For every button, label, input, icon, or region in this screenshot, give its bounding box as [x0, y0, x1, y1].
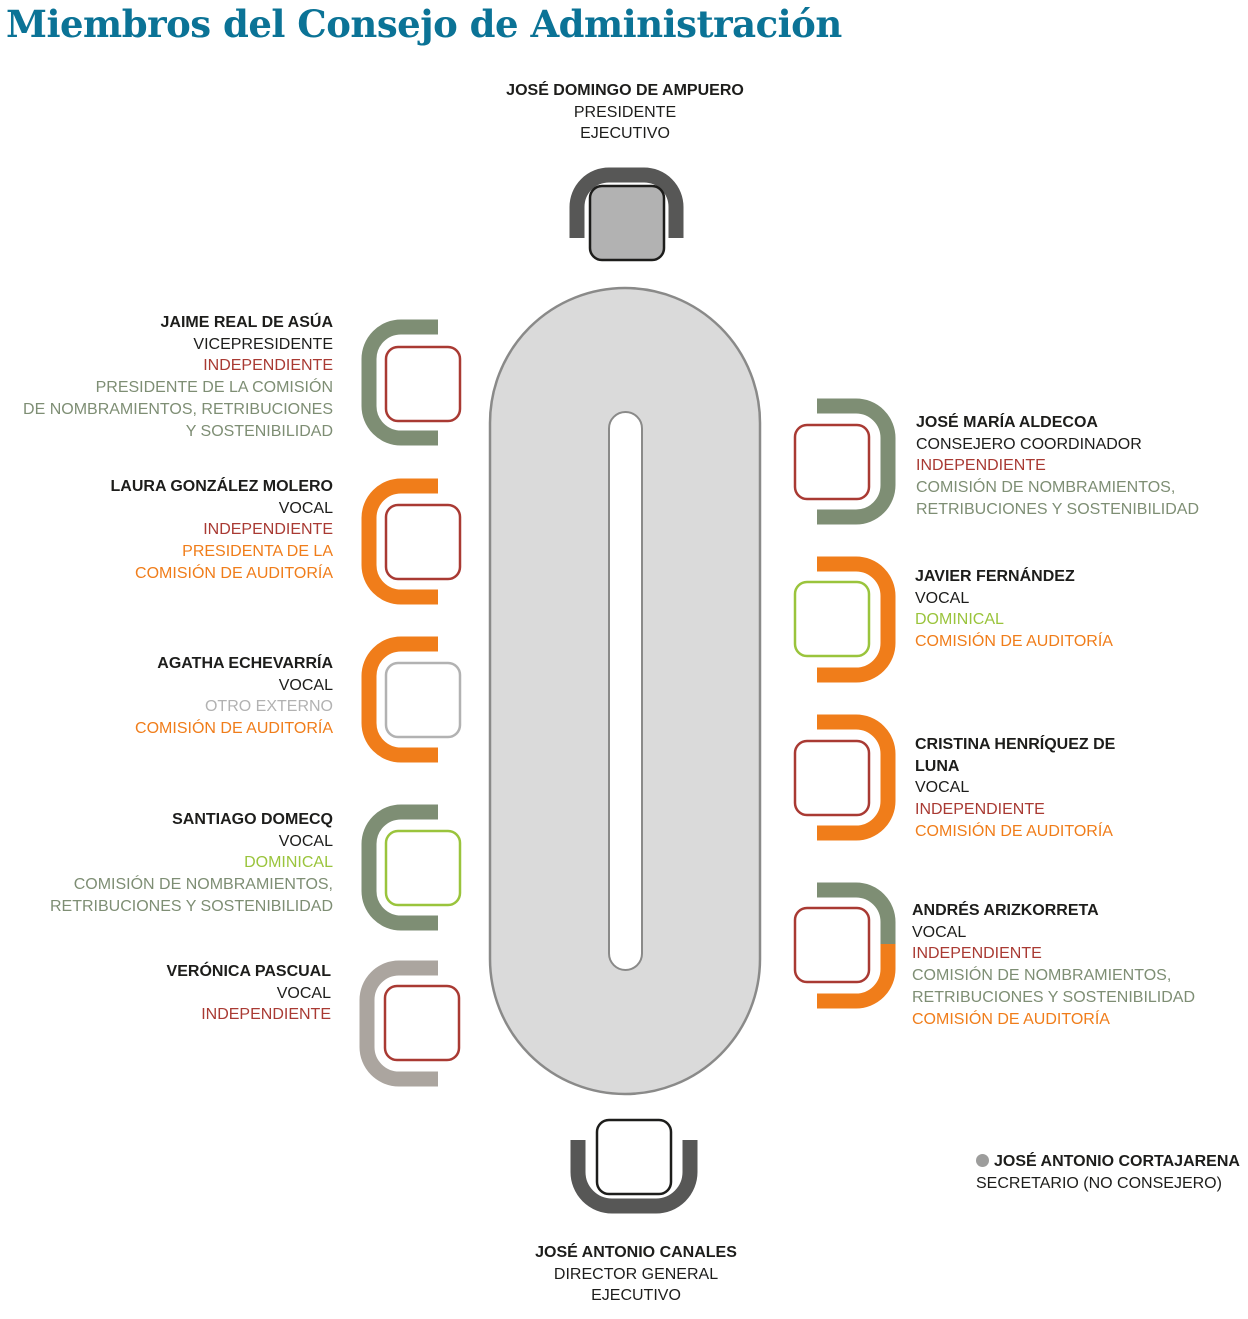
label-javier-fernandez: JAVIER FERNÁNDEZ VOCAL DOMINICAL COMISIÓ…	[915, 566, 1235, 653]
label-jaime-real-de-asua: JAIME REAL DE ASÚA VICEPRESIDENTE INDEPE…	[20, 312, 333, 442]
member-role: DIRECTOR GENERAL	[553, 1265, 719, 1283]
member-name: SANTIAGO DOMECQ	[172, 811, 333, 828]
member-committee: RETRIBUCIONES Y SOSTENIBILIDAD	[912, 988, 1196, 1006]
page-title: Miembros del Consejo de Administración	[6, 2, 842, 46]
seat-veronica-pascual	[359, 960, 461, 1087]
secretario-role: SECRETARIO (NO CONSEJERO)	[976, 1175, 1222, 1192]
member-committee: Y SOSTENIBILIDAD	[185, 422, 333, 440]
member-role: VOCAL	[915, 779, 970, 797]
seat-agatha-echevarria	[361, 636, 462, 763]
seat-andres-arizkorreta	[793, 882, 896, 1009]
member-name: JAIME REAL DE ASÚA	[160, 314, 333, 331]
member-committee: COMISIÓN DE AUDITORÍA	[135, 720, 333, 738]
member-name: VERÓNICA PASCUAL	[166, 963, 331, 980]
member-committee: COMISIÓN DE AUDITORÍA	[915, 633, 1113, 651]
seat-director-general	[570, 1118, 698, 1214]
seat-laura-gonzalez-molero	[361, 478, 462, 605]
label-cristina-henriquez-de-luna: CRISTINA HENRÍQUEZ DE LUNA VOCAL INDEPEN…	[915, 734, 1235, 843]
member-name: CRISTINA HENRÍQUEZ DE	[915, 736, 1116, 753]
member-role: VOCAL	[278, 676, 333, 694]
member-type: EJECUTIVO	[591, 1287, 681, 1305]
secretario-dot-icon	[976, 1154, 989, 1167]
seat-presidente	[569, 167, 684, 262]
label-presidente: JOSÉ DOMINGO DE AMPUERO PRESIDENTE EJECU…	[455, 80, 795, 145]
label-laura-gonzalez-molero: LAURA GONZÁLEZ MOLERO VOCAL INDEPENDIENT…	[20, 476, 334, 585]
member-type: INDEPENDIENTE	[915, 801, 1045, 819]
secretario-name: JOSÉ ANTONIO CORTAJARENA	[994, 1153, 1240, 1170]
label-director-general: JOSÉ ANTONIO CANALES DIRECTOR GENERAL EJ…	[466, 1242, 806, 1307]
member-committee: COMISIÓN DE NOMBRAMIENTOS,	[912, 967, 1172, 985]
member-name: LUNA	[915, 757, 960, 775]
member-committee: COMISIÓN DE AUDITORÍA	[135, 564, 333, 582]
member-type: DOMINICAL	[915, 611, 1004, 629]
member-type: INDEPENDIENTE	[203, 357, 333, 375]
label-veronica-pascual: VERÓNICA PASCUAL VOCAL INDEPENDIENTE	[20, 961, 331, 1026]
member-type: INDEPENDIENTE	[916, 457, 1046, 475]
member-type: INDEPENDIENTE	[201, 1006, 331, 1024]
label-andres-arizkorreta: ANDRÉS ARIZKORRETA VOCAL INDEPENDIENTE C…	[912, 900, 1242, 1030]
member-type: EJECUTIVO	[580, 125, 670, 143]
seat-santiago-domecq	[361, 804, 462, 931]
member-name: JAVIER FERNÁNDEZ	[915, 568, 1075, 585]
member-role: VICEPRESIDENTE	[193, 335, 333, 353]
member-name: LAURA GONZÁLEZ MOLERO	[110, 478, 334, 495]
table-center-slot	[608, 411, 643, 971]
seat-jaime-real-de-asua	[361, 319, 462, 446]
secretario-legend: JOSÉ ANTONIO CORTAJARENA SECRETARIO (NO …	[976, 1151, 1240, 1195]
member-committee: COMISIÓN DE AUDITORÍA	[912, 1010, 1110, 1028]
label-agatha-echevarria: AGATHA ECHEVARRÍA VOCAL OTRO EXTERNO COM…	[20, 653, 333, 740]
member-committee: PRESIDENTE DE LA COMISIÓN	[95, 379, 333, 397]
member-role: VOCAL	[915, 589, 970, 607]
seat-jose-maria-aldecoa	[793, 398, 896, 525]
member-role: VOCAL	[278, 499, 333, 517]
member-name: JOSÉ MARÍA ALDECOA	[916, 414, 1098, 431]
member-name: JOSÉ ANTONIO CANALES	[535, 1244, 737, 1261]
member-role: VOCAL	[276, 984, 331, 1002]
seat-javier-fernandez	[793, 556, 896, 683]
member-committee: COMISIÓN DE NOMBRAMIENTOS,	[73, 876, 333, 894]
member-role: VOCAL	[278, 832, 333, 850]
label-santiago-domecq: SANTIAGO DOMECQ VOCAL DOMINICAL COMISIÓN…	[20, 809, 333, 918]
member-name: JOSÉ DOMINGO DE AMPUERO	[506, 82, 744, 99]
member-committee: COMISIÓN DE AUDITORÍA	[915, 822, 1113, 840]
member-type: INDEPENDIENTE	[203, 521, 333, 539]
label-jose-maria-aldecoa: JOSÉ MARÍA ALDECOA CONSEJERO COORDINADOR…	[916, 412, 1236, 521]
member-committee: COMISIÓN DE NOMBRAMIENTOS,	[916, 479, 1176, 497]
member-type: INDEPENDIENTE	[912, 945, 1042, 963]
member-role: CONSEJERO COORDINADOR	[916, 435, 1142, 453]
member-name: AGATHA ECHEVARRÍA	[157, 655, 333, 672]
member-committee: RETRIBUCIONES Y SOSTENIBILIDAD	[49, 897, 333, 915]
member-committee: RETRIBUCIONES Y SOSTENIBILIDAD	[916, 500, 1200, 518]
member-name: ANDRÉS ARIZKORRETA	[912, 902, 1099, 919]
member-role: PRESIDENTE	[573, 103, 677, 121]
member-committee: PRESIDENTA DE LA	[182, 543, 333, 561]
seat-cristina-henriquez-de-luna	[793, 714, 896, 841]
member-committee: DE NOMBRAMIENTOS, RETRIBUCIONES	[23, 400, 333, 418]
member-type: OTRO EXTERNO	[204, 698, 333, 716]
member-type: DOMINICAL	[244, 854, 333, 872]
member-role: VOCAL	[912, 923, 967, 941]
